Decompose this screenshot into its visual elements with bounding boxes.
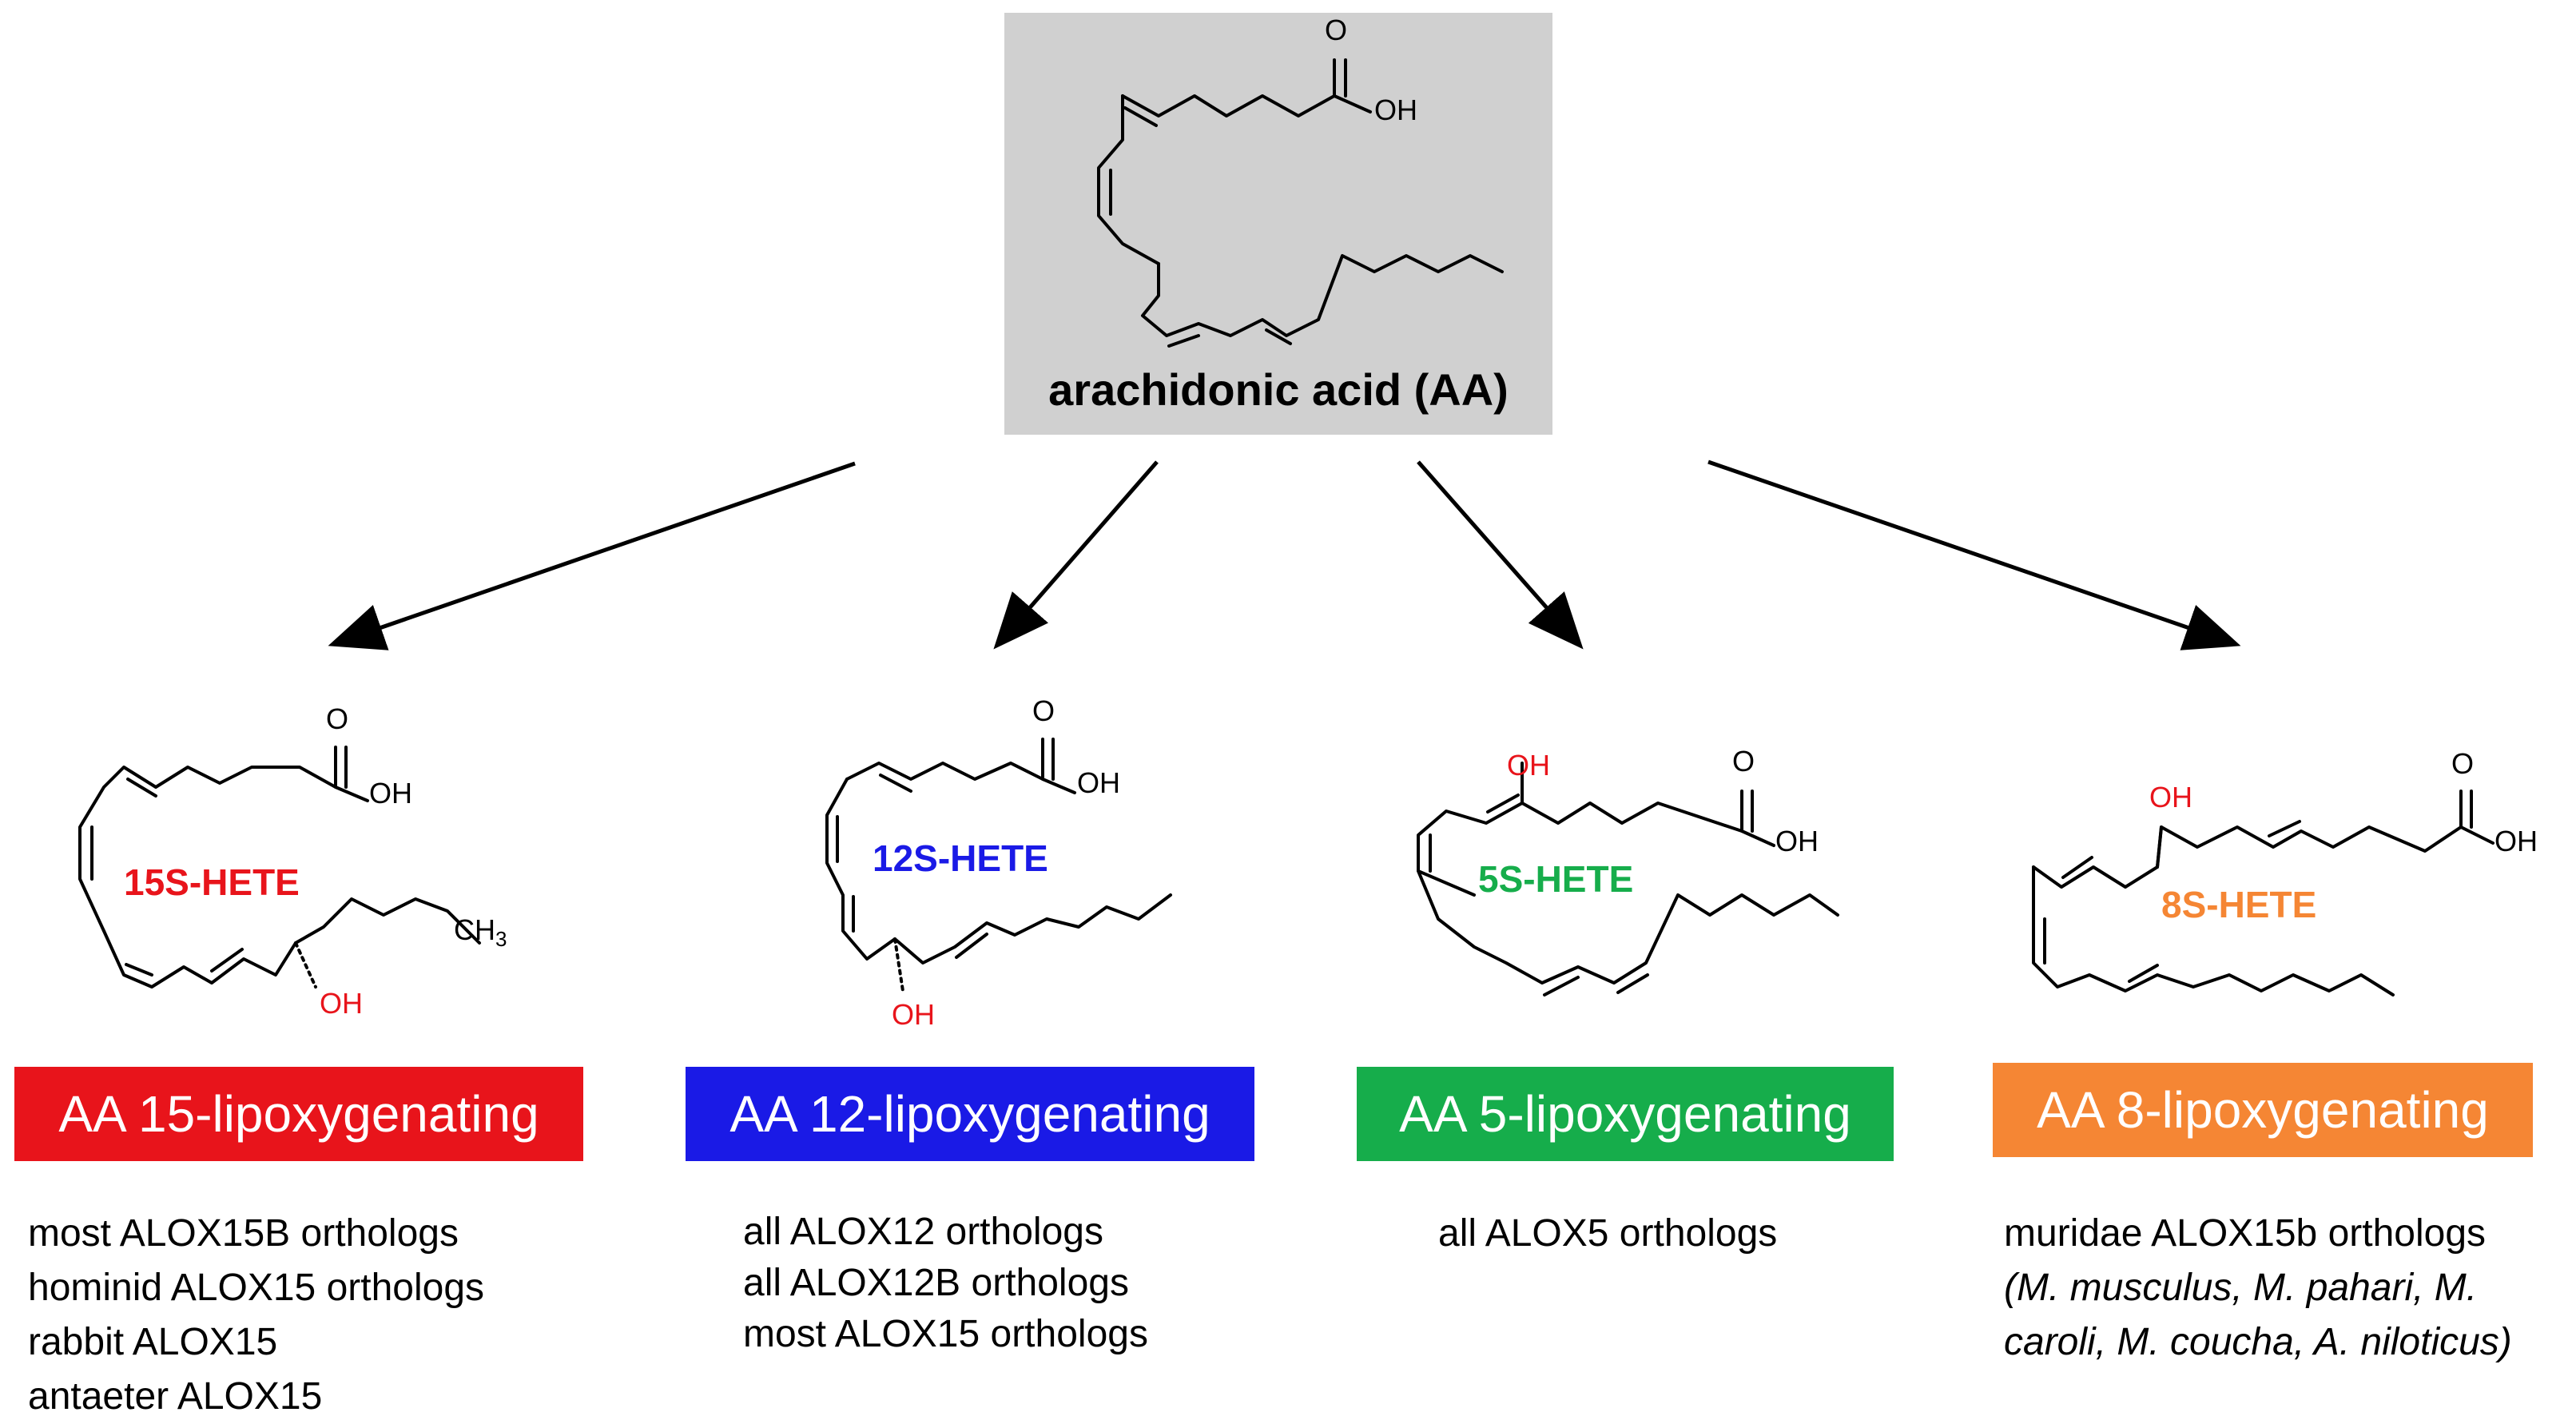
8s-hydroxyl: OH (2149, 781, 2192, 813)
ortholog-item: rabbit ALOX15 (28, 1321, 278, 1363)
12s-hydroxyl: OH (892, 998, 935, 1031)
arachidonic-acid-structure: O OH (1097, 14, 1504, 348)
ortholog-item: muridae ALOX15b orthologs (2004, 1212, 2487, 1255)
substrate-name: arachidonic acid (AA) (1048, 364, 1509, 415)
8s-hete-structure: O OH OH 8S-HETE (2032, 747, 2538, 996)
15s-methyl: CH3 (454, 913, 507, 951)
ortholog-list-5-lox: all ALOX5 orthologs (1438, 1207, 1777, 1261)
15s-hete-structure: O OH OH CH3 15S-HETE (78, 702, 507, 1020)
5s-hete-structure: O OH OH 5S-HETE (1417, 745, 1839, 996)
5s-carbonyl-o: O (1732, 745, 1755, 778)
arrow-to-12s-hete (993, 460, 1159, 650)
5s-acid-oh: OH (1775, 825, 1819, 857)
12s-carbonyl-o: O (1032, 694, 1055, 727)
product-label-5s-hete: 5S-HETE (1478, 858, 1633, 900)
ortholog-item: all ALOX5 orthologs (1438, 1212, 1778, 1255)
activity-box-5-lox: AA 5-lipoxygenating (1357, 1067, 1894, 1161)
ortholog-item: most ALOX15B orthologs (28, 1212, 459, 1255)
5s-hydroxyl: OH (1507, 749, 1550, 782)
ortholog-item-species: (M. musculus, M. pahari, M. (2004, 1267, 2478, 1309)
ortholog-item: antaeter ALOX15 (28, 1375, 323, 1418)
activity-label-12-lox: AA 12-lipoxygenating (729, 1085, 1210, 1143)
product-label-12s-hete: 12S-HETE (873, 837, 1048, 879)
ortholog-item: all ALOX12B orthologs (743, 1262, 1129, 1304)
arrow-to-15s-hete (328, 461, 856, 650)
product-label-8s-hete: 8S-HETE (2161, 884, 2316, 925)
12s-acid-oh: OH (1077, 766, 1120, 799)
product-label-15s-hete: 15S-HETE (124, 861, 300, 903)
8s-acid-oh: OH (2495, 825, 2538, 857)
carbonyl-o-label: O (1325, 14, 1347, 46)
8s-carbonyl-o: O (2451, 747, 2474, 780)
15s-hydroxyl: OH (320, 987, 363, 1020)
arrow-to-5s-hete (1417, 460, 1584, 650)
ortholog-item: all ALOX12 orthologs (743, 1211, 1103, 1253)
15s-carbonyl-o: O (326, 702, 348, 735)
15s-acid-oh: OH (369, 777, 412, 809)
ortholog-list-8-lox: muridae ALOX15b orthologs (M. musculus, … (2004, 1207, 2512, 1370)
ortholog-item: most ALOX15 orthologs (743, 1313, 1148, 1355)
arrow-to-8s-hete (1707, 459, 2241, 650)
ortholog-item: hominid ALOX15 orthologs (28, 1267, 485, 1309)
12s-hete-structure: O OH OH 12S-HETE (825, 694, 1172, 1031)
activity-box-15-lox: AA 15-lipoxygenating (14, 1067, 583, 1161)
substrate-panel (1004, 13, 1552, 435)
activity-box-8-lox: AA 8-lipoxygenating (1993, 1063, 2533, 1157)
hydroxyl-label: OH (1374, 93, 1417, 126)
ortholog-list-12-lox: all ALOX12 orthologs all ALOX12B ortholo… (743, 1207, 1148, 1360)
ortholog-item-species: caroli, M. coucha, A. niloticus) (2004, 1321, 2512, 1363)
activity-box-12-lox: AA 12-lipoxygenating (686, 1067, 1254, 1161)
activity-label-8-lox: AA 8-lipoxygenating (2037, 1081, 2489, 1139)
ortholog-list-15-lox: most ALOX15B orthologs hominid ALOX15 or… (28, 1207, 484, 1424)
activity-label-15-lox: AA 15-lipoxygenating (58, 1085, 539, 1143)
activity-label-5-lox: AA 5-lipoxygenating (1399, 1085, 1851, 1143)
